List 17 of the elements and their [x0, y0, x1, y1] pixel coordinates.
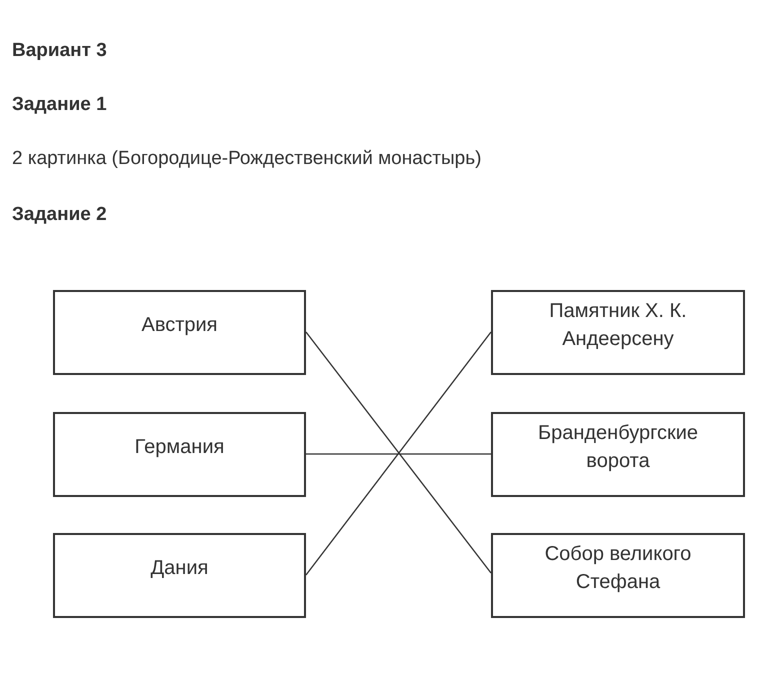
connector-line	[306, 453, 491, 455]
text-box	[491, 533, 745, 618]
task-heading: Задание 2	[12, 204, 107, 226]
node-text: Австрия	[140, 312, 219, 338]
text-box	[53, 290, 306, 375]
answer-text: 2 картинка (Богородице-Рождественский монастырь)	[12, 148, 482, 170]
task-heading: Задание 1	[12, 94, 107, 116]
node-text: Дания	[150, 556, 210, 580]
node-text: Бранденбургские ворота	[536, 420, 700, 474]
node-text: Германия	[134, 434, 226, 460]
node-text: Собор великого Стефана	[544, 542, 692, 594]
node-text: Памятник Х. К. Андеерсену	[548, 298, 688, 352]
heading: Вариант 3	[12, 40, 107, 62]
text-box	[491, 290, 745, 375]
text-box	[491, 412, 745, 497]
text-box	[53, 533, 306, 618]
text-box	[53, 412, 306, 497]
